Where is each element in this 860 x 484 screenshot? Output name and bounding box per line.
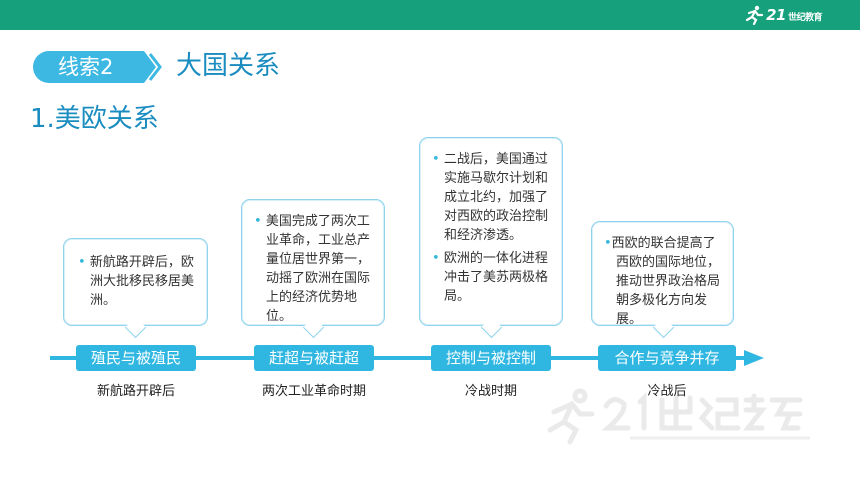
stage-cooperation: 合作与竞争并存 (598, 345, 736, 371)
info-card-industrial: • 美国完成了两次工业革命，工业总产量位居世界第一，动摇了欧洲在国际上的经济优势… (241, 199, 385, 339)
bullet-icon: • (78, 255, 86, 270)
page-subtitle: 1.美欧关系 (30, 104, 159, 134)
bullet-icon: • (604, 236, 612, 251)
runner-logo-icon (746, 5, 764, 25)
tag-shape (33, 51, 162, 83)
watermark-logo (547, 388, 810, 445)
period-label: 冷战时期 (464, 384, 517, 399)
stage-catch-up: 赶超与被赶超 (254, 345, 374, 371)
page-title: 大国关系 (176, 51, 281, 81)
info-card-colonial: • 新航路开辟后，欧洲大批移民移居美洲。 (63, 238, 208, 339)
info-card-cold-war: • 二战后，美国通过实施马歇尔计划和成立北约，加强了对西欧的政治控制和经济渗透。… (419, 137, 563, 339)
stage-colonial: 殖民与被殖民 (76, 345, 196, 371)
timeline-line (50, 356, 750, 360)
card-pointer (124, 316, 147, 339)
card-paragraph: • 美国完成了两次工业革命，工业总产量位居世界第一，动摇了欧洲在国际上的经济优势… (254, 214, 371, 324)
bullet-icon: • (432, 251, 440, 266)
stage-control: 控制与被控制 (431, 345, 551, 371)
info-card-post-cold-war: •西欧的联合提高了西欧的国际地位，推动世界政治格局朝多极化方向发展。 (591, 221, 734, 339)
card-paragraph: • 新航路开辟后，欧洲大批移民移居美洲。 (78, 255, 195, 308)
bullet-icon: • (254, 214, 262, 229)
bullet-icon: • (432, 152, 440, 167)
card-paragraph: •西欧的联合提高了西欧的国际地位，推动世界政治格局朝多极化方向发展。 (604, 236, 721, 327)
card-pointer (480, 316, 503, 339)
timeline-arrow-icon (744, 350, 764, 366)
section-tag: 线索2 (32, 50, 164, 84)
period-label: 新航路开辟后 (96, 384, 175, 399)
card-paragraph: • 二战后，美国通过实施马歇尔计划和成立北约，加强了对西欧的政治控制和经济渗透。 (432, 152, 549, 243)
card-paragraph: • 欧洲的一体化进程冲击了美苏两极格局。 (432, 251, 549, 304)
section-tag-label: 线索2 (58, 55, 114, 79)
period-label: 两次工业革命时期 (261, 384, 366, 399)
period-label: 冷战后 (647, 384, 687, 399)
